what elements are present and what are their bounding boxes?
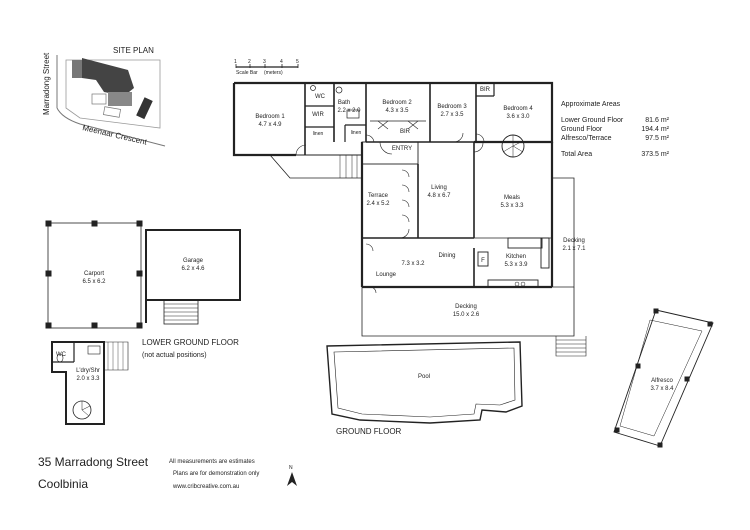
room-terrace-name: Terrace [368, 193, 389, 199]
areas-row-ground: Ground Floor 194.4 m² [561, 125, 669, 134]
room-bir-2-name: BIR [480, 87, 491, 93]
lower-ground-floor-label: LOWER GROUND FLOOR [142, 338, 239, 347]
areas-total-label: Total Area [561, 151, 593, 158]
site-building-west [72, 60, 84, 78]
scale-bar-label: Scale Bar [236, 70, 258, 76]
website-link: www.cribcreative.com.au [172, 484, 239, 490]
room-carport-dims: 6.5 x 6.2 [82, 279, 106, 285]
room-lounge-dining-dims: 7.3 x 3.2 [401, 261, 425, 267]
room-lounge-name: Lounge [376, 272, 397, 278]
room-bir-1-name: BIR [400, 129, 411, 135]
scale-tick-2: 2 [248, 59, 251, 65]
approximate-areas-panel: Approximate Areas Lower Ground Floor 81.… [561, 100, 669, 159]
street-label-meenaar: Meenaar Crescent [82, 123, 149, 147]
disclaimer-measurements: All measurements are estimates [169, 459, 255, 465]
site-plan-title: SITE PLAN [113, 46, 154, 55]
room-living-name: Living [431, 185, 447, 191]
room-side-decking-name: Decking [563, 238, 585, 244]
room-wir-name: WIR [312, 112, 324, 118]
areas-row-value: 97.5 m² [645, 135, 669, 142]
scale-bar: 1 2 3 4 5 Scale Bar (meters) [234, 59, 299, 76]
areas-title: Approximate Areas [561, 101, 621, 108]
room-alfresco-dims: 3.7 x 8.4 [650, 386, 674, 392]
room-entry-name: ENTRY [392, 146, 412, 152]
address-street: 35 Marradong Street [38, 455, 149, 469]
room-carport-name: Carport [84, 271, 104, 277]
room-main-decking-dims: 15.0 x 2.6 [453, 312, 480, 318]
room-bedroom-2-dims: 4.3 x 3.5 [385, 108, 409, 114]
lower-ground-floor-plan [45, 220, 241, 425]
room-bedroom-2-name: Bedroom 2 [382, 100, 412, 106]
site-alfresco [136, 97, 153, 120]
areas-total-value: 373.5 m² [641, 151, 669, 158]
room-living-dims: 4.8 x 6.7 [427, 193, 451, 199]
room-dining-name: Dining [438, 253, 455, 259]
room-wc-name: WC [315, 94, 326, 100]
scale-tick-4: 4 [280, 59, 283, 65]
areas-row-lower: Lower Ground Floor 81.6 m² [561, 116, 669, 125]
areas-row-label: Alfresco/Terrace [561, 135, 612, 142]
room-laundry-name: L'dry/Shr [76, 368, 100, 374]
scale-tick-3: 3 [263, 59, 266, 65]
garage-outline [145, 229, 241, 301]
site-deck [108, 92, 132, 106]
room-garage-name: Garage [183, 258, 204, 264]
site-boundary [65, 59, 161, 129]
areas-row-alfresco: Alfresco/Terrace 97.5 m² [561, 134, 669, 143]
site-plan: SITE PLAN Marradong Street Meenaar Cresc… [42, 46, 166, 147]
room-main-decking-name: Decking [455, 304, 477, 310]
room-kitchen-name: Kitchen [506, 254, 526, 260]
room-terrace-dims: 2.4 x 5.2 [366, 201, 390, 207]
areas-row-label: Ground Floor [561, 126, 603, 133]
room-side-decking-dims: 2.1 x 7.1 [562, 246, 586, 252]
street-label-marradong: Marradong Street [42, 52, 51, 115]
room-fridge-name: F [481, 258, 485, 264]
room-laundry-dims: 2.0 x 3.3 [76, 376, 100, 382]
room-lower-wc-name: WC [56, 352, 67, 358]
room-linen-2-name: linen [351, 130, 362, 136]
room-bedroom-1-dims: 4.7 x 4.9 [258, 122, 282, 128]
north-arrow: N [287, 465, 297, 486]
scale-tick-5: 5 [296, 59, 299, 65]
areas-row-total: Total Area 373.5 m² [561, 150, 669, 159]
site-house-footprint [82, 58, 134, 96]
room-meals-dims: 5.3 x 3.3 [500, 203, 524, 209]
room-bedroom-4-dims: 3.6 x 3.0 [506, 114, 530, 120]
site-pool [103, 106, 121, 118]
ground-floor-plan [232, 81, 714, 448]
room-bedroom-3-dims: 2.7 x 3.5 [440, 112, 464, 118]
room-garage-dims: 6.2 x 4.6 [181, 266, 205, 272]
room-pool-name: Pool [418, 374, 430, 380]
room-linen-1-name: linen [313, 131, 324, 137]
ground-floor-label: GROUND FLOOR [336, 427, 402, 436]
areas-row-value: 81.6 m² [645, 117, 669, 124]
room-bath-name: Bath [338, 100, 350, 106]
areas-row-value: 194.4 m² [641, 126, 669, 133]
lower-ground-floor-note: (not actual positions) [142, 352, 207, 359]
room-meals-name: Meals [504, 195, 520, 201]
scale-bar-unit: (meters) [264, 70, 283, 76]
room-bedroom-3-name: Bedroom 3 [437, 104, 467, 110]
room-bath-dims: 2.2 x 2.0 [337, 108, 361, 114]
room-alfresco-name: Alfresco [651, 378, 673, 384]
pool-outline [326, 341, 523, 424]
room-kitchen-dims: 5.3 x 3.9 [504, 262, 528, 268]
address-suburb: Coolbinia [38, 477, 88, 491]
disclaimer-demonstration: Plans are for demonstration only [173, 471, 259, 477]
scale-tick-1: 1 [234, 59, 237, 65]
room-bedroom-4-name: Bedroom 4 [503, 106, 533, 112]
room-labels: Bedroom 1 4.7 x 4.9 WC WIR linen Bath 2.… [56, 87, 674, 392]
areas-row-label: Lower Ground Floor [561, 117, 624, 124]
north-label: N [289, 465, 293, 471]
room-bedroom-1-name: Bedroom 1 [255, 114, 285, 120]
